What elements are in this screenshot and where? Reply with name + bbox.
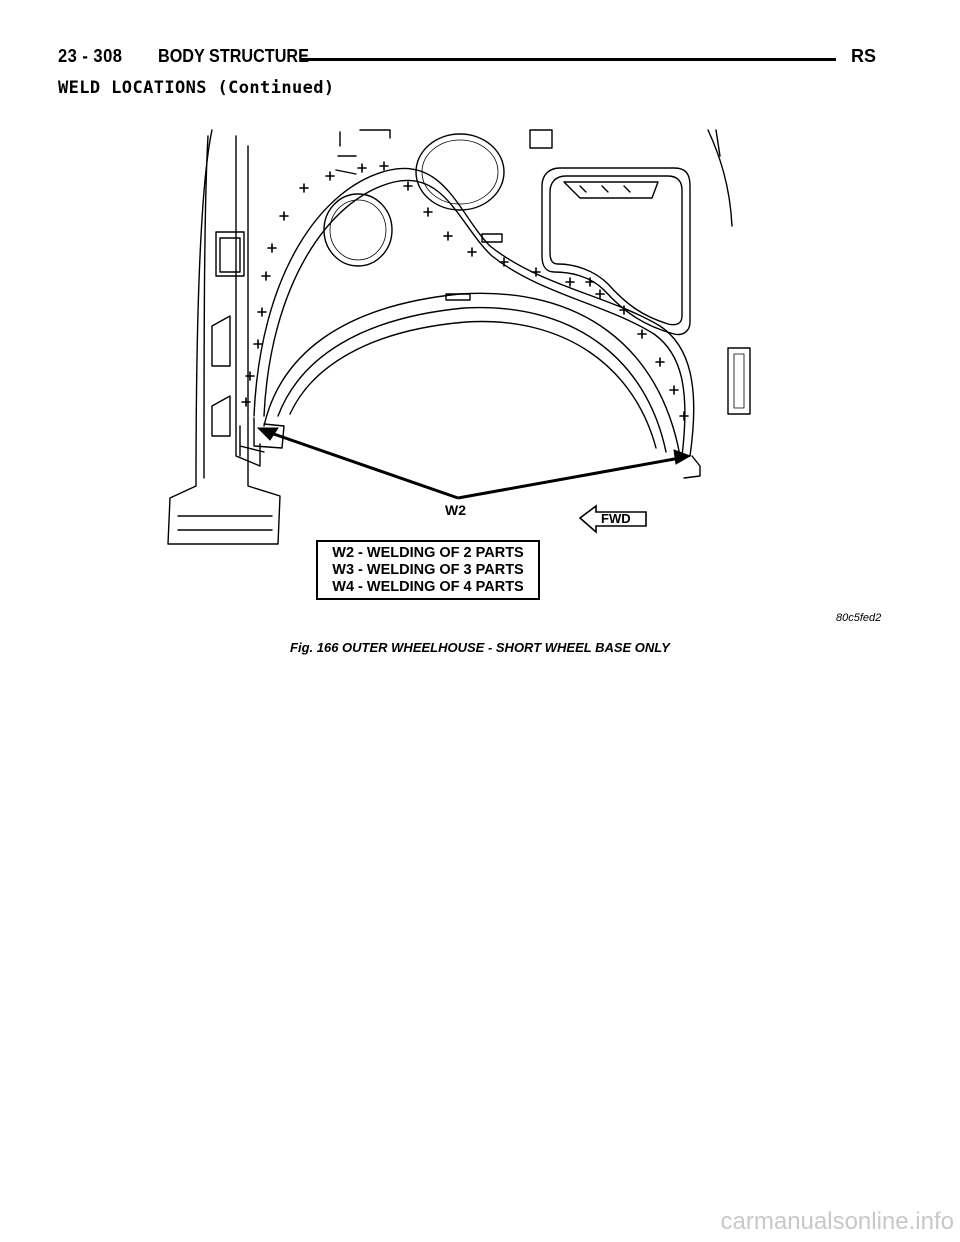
weld-legend: W2 - WELDING OF 2 PARTS W3 - WELDING OF … [316,540,540,600]
weld-callout-w2: W2 [445,502,466,518]
forward-direction-label: FWD [601,511,631,526]
section-title: BODY STRUCTURE [158,46,309,66]
subheading: WELD LOCATIONS (Continued) [58,78,335,98]
watermark: carmanualsonline.info [720,1208,954,1235]
legend-item: W3 - WELDING OF 3 PARTS [332,562,524,578]
figure-id: 80c5fed2 [836,612,882,624]
page-number: 23 - 308 [58,46,123,66]
figure-caption: Fig. 166 OUTER WHEELHOUSE - SHORT WHEEL … [290,640,670,655]
legend-item: W2 - WELDING OF 2 PARTS [332,545,524,561]
wheelhouse-line-drawing [167,129,751,545]
legend-item: W4 - WELDING OF 4 PARTS [332,579,524,595]
wheelhouse-figure: W2 FWD W2 - WELDING OF 2 PARTS W3 - WELD… [160,126,900,636]
page-header: 23 - 308 BODY STRUCTURE RS [58,46,876,72]
header-rule [300,58,836,61]
model-code: RS [850,46,876,66]
